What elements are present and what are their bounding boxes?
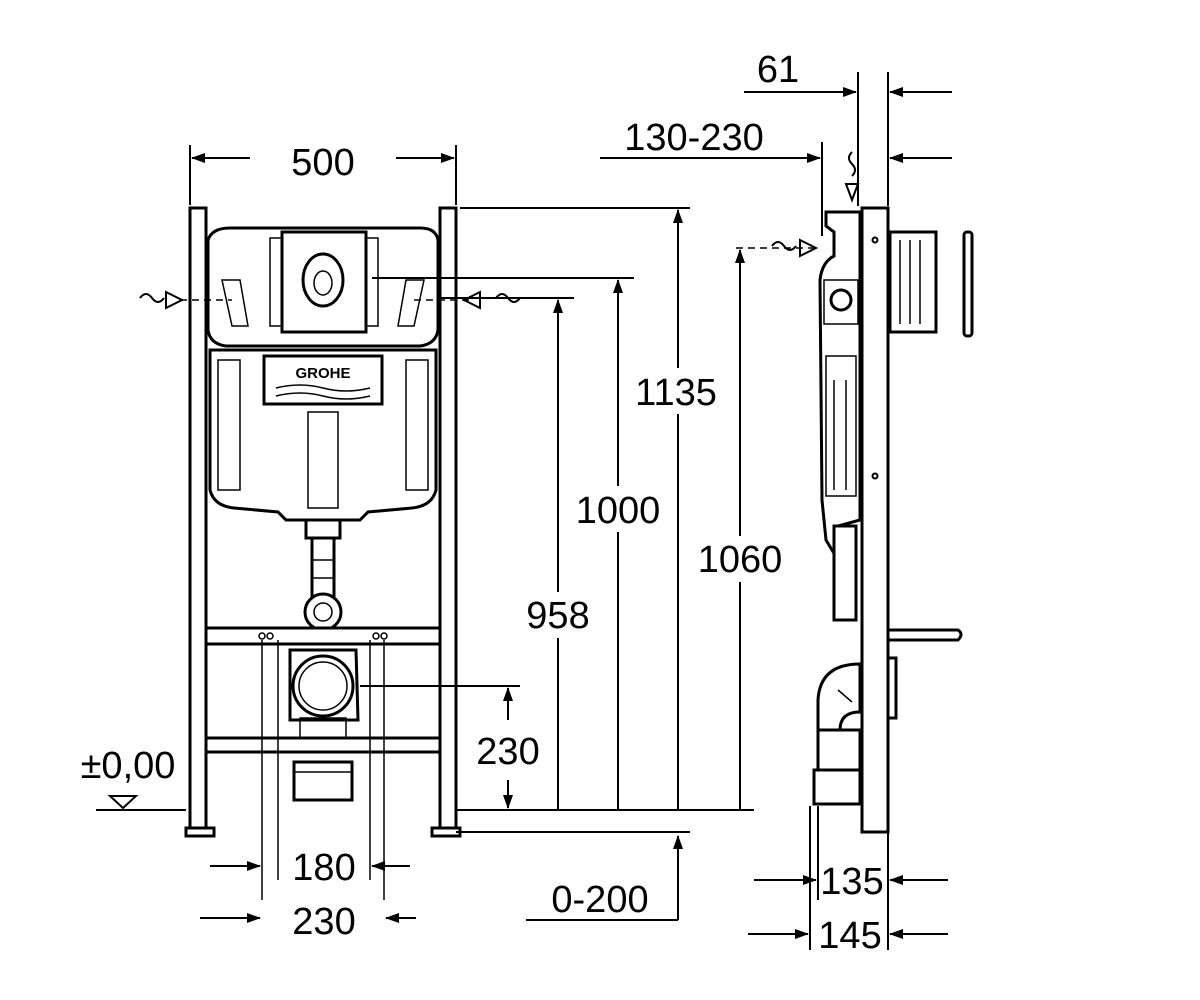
flush-plate: [280, 230, 368, 334]
right-foot: [430, 826, 462, 838]
side-waste-connector: [812, 768, 862, 806]
dimension-958: 958: [526, 595, 589, 637]
dimension-135: 135: [820, 861, 883, 903]
waste-connector: [292, 760, 354, 802]
dimension-130-230: 130-230: [624, 117, 763, 159]
dimension-1000: 1000: [576, 490, 661, 532]
dimension-230-bolts: 230: [292, 901, 355, 943]
side-flush-plate: [888, 230, 938, 334]
side-flush-pipe: [832, 524, 858, 622]
flush-pipe: [310, 536, 336, 600]
wall-bracket: [886, 628, 963, 642]
lower-crossbar: [204, 736, 442, 754]
cover-plate: [962, 230, 974, 338]
left-frame-post: [188, 206, 208, 830]
dimension-145: 145: [818, 915, 881, 957]
flush-button: [301, 252, 345, 308]
dimension-1135: 1135: [635, 372, 717, 414]
right-frame-post: [438, 206, 458, 830]
brand-mark: GROHE: [295, 365, 350, 382]
side-frame-post: [860, 206, 890, 834]
floor-level: ±0,00: [81, 745, 176, 787]
dimension-0-200: 0-200: [551, 879, 648, 921]
dimension-1060: 1060: [698, 539, 783, 581]
dimension-230-drain: 230: [476, 731, 539, 773]
valve-icon: [829, 288, 853, 312]
dimension-500: 500: [291, 142, 354, 184]
side-view: 61 130-230 1060 135 145: [600, 49, 974, 957]
dimension-61: 61: [757, 49, 799, 91]
dimension-180: 180: [292, 847, 355, 889]
pipe-bend: [303, 592, 343, 632]
left-foot: [184, 826, 216, 838]
side-outlet-bend: [816, 662, 862, 732]
front-view: GROHE: [81, 142, 754, 943]
waste-outlet: [291, 654, 355, 718]
upper-crossbar: [204, 626, 442, 646]
